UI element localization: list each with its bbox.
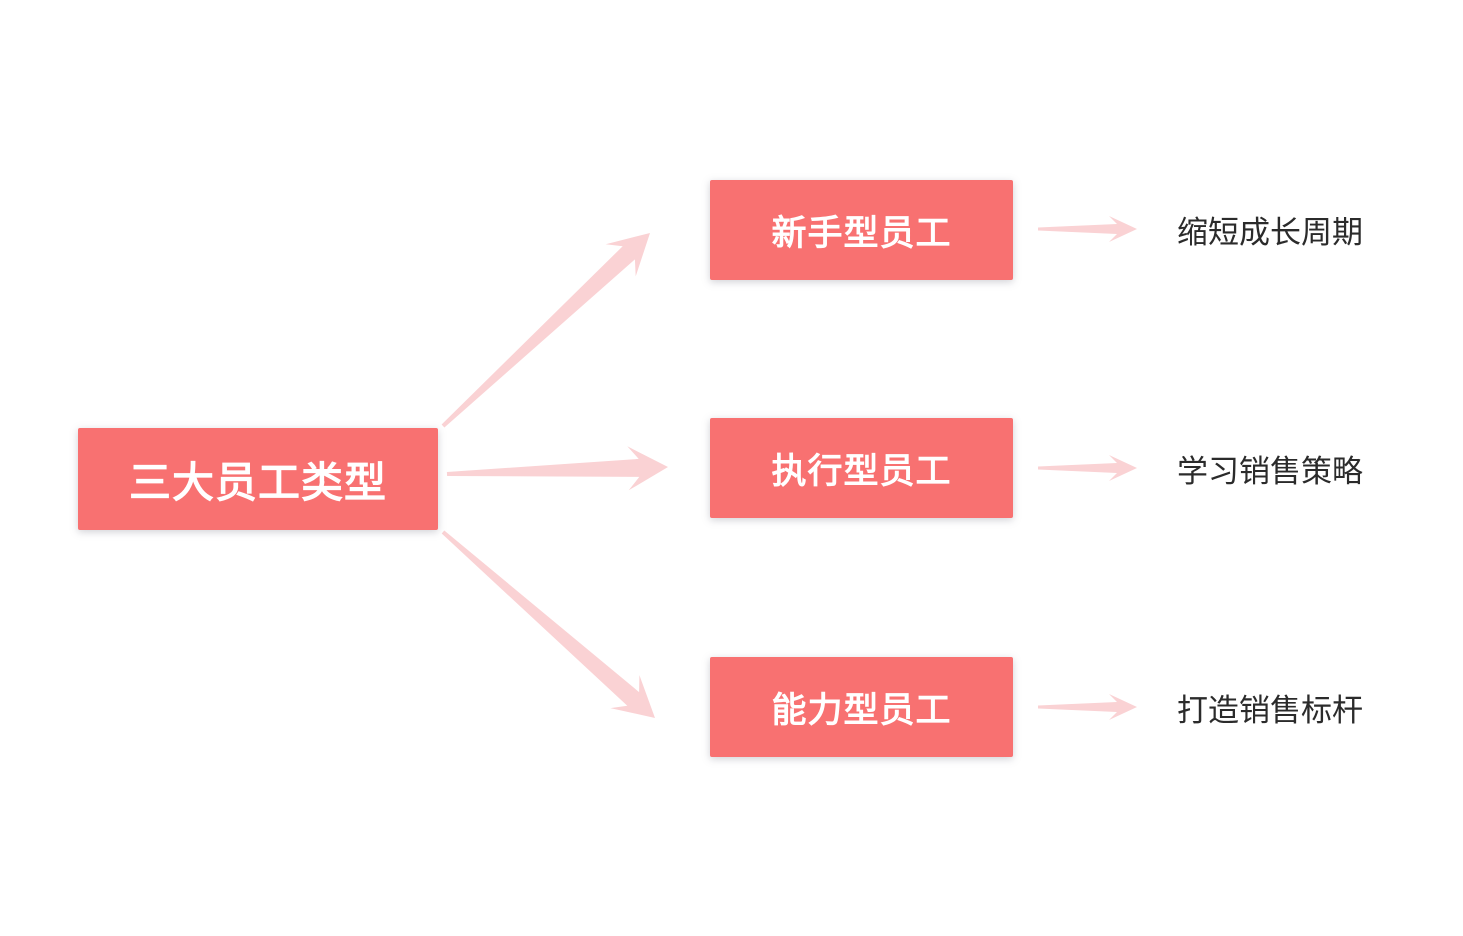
outcome-text: 打造销售标杆	[1177, 692, 1363, 728]
connector-branch-0-to-outcome-arrow	[1038, 216, 1137, 242]
root-node-label: 三大员工类型	[128, 458, 387, 506]
outcome-text: 学习销售策略	[1177, 453, 1363, 489]
connector-root-to-branch-0-arrow	[441, 233, 650, 428]
branch-node-novice: 新手型员工	[710, 180, 1013, 280]
root-node: 三大员工类型	[78, 428, 438, 530]
outcome-label-executor: 学习销售策略	[1177, 443, 1417, 493]
connector-root-to-branch-2-arrow	[441, 530, 655, 718]
outcome-text: 缩短成长周期	[1177, 214, 1363, 250]
branch-node-executor: 执行型员工	[710, 418, 1013, 518]
branch-node-capable: 能力型员工	[710, 657, 1013, 757]
connector-branch-1-to-outcome-arrow	[1038, 455, 1137, 481]
outcome-label-capable: 打造销售标杆	[1177, 682, 1417, 732]
connector-branch-2-to-outcome-arrow	[1038, 694, 1137, 720]
branch-node-label: 执行型员工	[771, 451, 952, 491]
branch-node-label: 新手型员工	[771, 213, 952, 253]
branch-node-label: 能力型员工	[771, 690, 952, 730]
connector-root-to-branch-1-arrow	[446, 446, 668, 491]
outcome-label-novice: 缩短成长周期	[1177, 204, 1417, 254]
